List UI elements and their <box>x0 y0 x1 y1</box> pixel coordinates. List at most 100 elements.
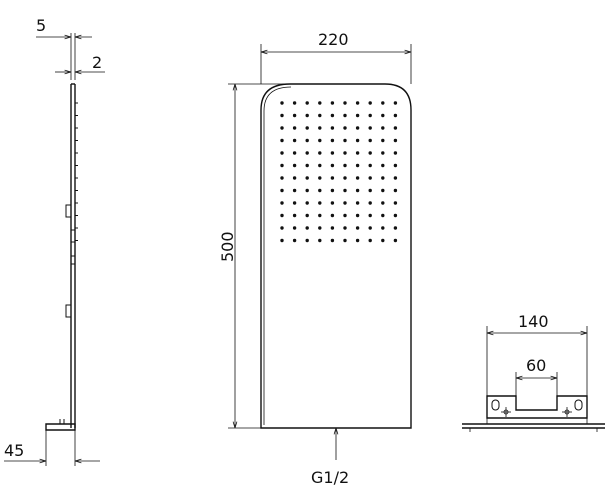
front-panel-outline <box>260 83 412 429</box>
nozzle-dot <box>292 176 297 180</box>
nozzle-dot <box>393 201 398 205</box>
nozzle-dot <box>393 163 398 168</box>
nozzle-dot <box>292 188 297 193</box>
nozzle-dot <box>393 113 398 118</box>
nozzle-dot <box>305 238 309 243</box>
nozzle-dot <box>305 101 309 105</box>
nozzle-dot <box>318 176 322 180</box>
nozzle-dot <box>280 163 284 168</box>
dim-height: 500 <box>218 231 237 262</box>
nozzle-dot <box>330 176 335 180</box>
side-nozzles <box>75 102 78 241</box>
nozzle-dot <box>343 126 347 130</box>
nozzle-dot <box>355 176 360 180</box>
nozzle-dot <box>368 101 372 105</box>
nozzle-dot <box>318 138 322 143</box>
nozzle-dot <box>292 213 297 218</box>
dim-bracket-inner: 60 <box>526 356 546 375</box>
nozzle-dot <box>343 151 347 155</box>
bracket-slot-right <box>574 399 583 411</box>
nozzle-dot <box>368 188 372 193</box>
nozzle-dot <box>368 201 372 205</box>
nozzle-dot <box>280 113 284 118</box>
side-tab-mid2 <box>70 255 76 265</box>
nozzle-dot <box>355 238 360 243</box>
nozzle-dot <box>343 163 347 168</box>
nozzle-dot <box>381 188 385 193</box>
nozzle-dot <box>292 238 297 243</box>
nozzle-dot <box>393 126 398 130</box>
dim-side-offset: 2 <box>92 53 102 72</box>
nozzle-dot <box>368 176 372 180</box>
nozzle-dot <box>343 238 347 243</box>
nozzle-dot <box>330 213 335 218</box>
nozzle-dot <box>305 201 309 205</box>
nozzle-dot <box>292 163 297 168</box>
nozzle-dot <box>381 213 385 218</box>
nozzle-dot <box>343 188 347 193</box>
nozzle-dot <box>305 213 309 218</box>
nozzle-dot <box>343 176 347 180</box>
nozzle-dot <box>280 201 284 205</box>
nozzle-dot <box>330 201 335 205</box>
nozzle-dot <box>318 213 322 218</box>
nozzle-dot <box>343 113 347 118</box>
nozzle-dot <box>343 226 347 230</box>
side-tab-mid <box>70 229 76 243</box>
nozzle-dot <box>355 138 360 143</box>
nozzle-dot <box>368 138 372 143</box>
nozzle-dot <box>330 113 335 118</box>
nozzle-dot <box>280 238 284 243</box>
nozzle-dot <box>393 213 398 218</box>
dim-side-thickness: 5 <box>36 16 46 35</box>
nozzle-dot <box>330 238 335 243</box>
nozzle-dot <box>318 151 322 155</box>
nozzle-dot <box>280 126 284 130</box>
nozzle-dot <box>292 113 297 118</box>
nozzle-dot <box>280 176 284 180</box>
nozzle-dot <box>368 226 372 230</box>
nozzle-dot <box>381 163 385 168</box>
nozzle-grid <box>280 101 398 243</box>
nozzle-dot <box>280 138 284 143</box>
nozzle-dot <box>305 138 309 143</box>
nozzle-dot <box>330 151 335 155</box>
nozzle-dot <box>355 101 360 105</box>
dim-width: 220 <box>318 30 349 49</box>
nozzle-dot <box>292 201 297 205</box>
nozzle-dot <box>368 238 372 243</box>
nozzle-dot <box>280 101 284 105</box>
nozzle-dot <box>330 188 335 193</box>
bracket-slot-left <box>491 399 500 411</box>
nozzle-dot <box>368 163 372 168</box>
nozzle-dot <box>393 101 398 105</box>
nozzle-dot <box>318 163 322 168</box>
side-tab-upper <box>65 204 72 218</box>
nozzle-dot <box>368 151 372 155</box>
nozzle-dot <box>343 213 347 218</box>
nozzle-dot <box>280 151 284 155</box>
side-tab-lower <box>65 304 72 318</box>
side-view: 5 2 45 <box>4 16 105 466</box>
inlet-connection: G1/2 <box>311 468 349 487</box>
nozzle-dot <box>330 126 335 130</box>
nozzle-dot <box>355 226 360 230</box>
nozzle-dot <box>318 238 322 243</box>
nozzle-dot <box>318 126 322 130</box>
nozzle-dot <box>330 101 335 105</box>
nozzle-dot <box>318 101 322 105</box>
nozzle-dot <box>330 226 335 230</box>
nozzle-dot <box>292 101 297 105</box>
nozzle-dot <box>393 238 398 243</box>
nozzle-dot <box>292 138 297 143</box>
nozzle-dot <box>381 176 385 180</box>
nozzle-dot <box>355 126 360 130</box>
nozzle-dot <box>280 213 284 218</box>
nozzle-dot <box>381 113 385 118</box>
nozzle-dot <box>305 126 309 130</box>
bracket-hole-right <box>562 407 572 417</box>
nozzle-dot <box>368 113 372 118</box>
nozzle-dot <box>355 213 360 218</box>
bracket-view: 140 60 <box>462 312 605 432</box>
nozzle-dot <box>381 238 385 243</box>
